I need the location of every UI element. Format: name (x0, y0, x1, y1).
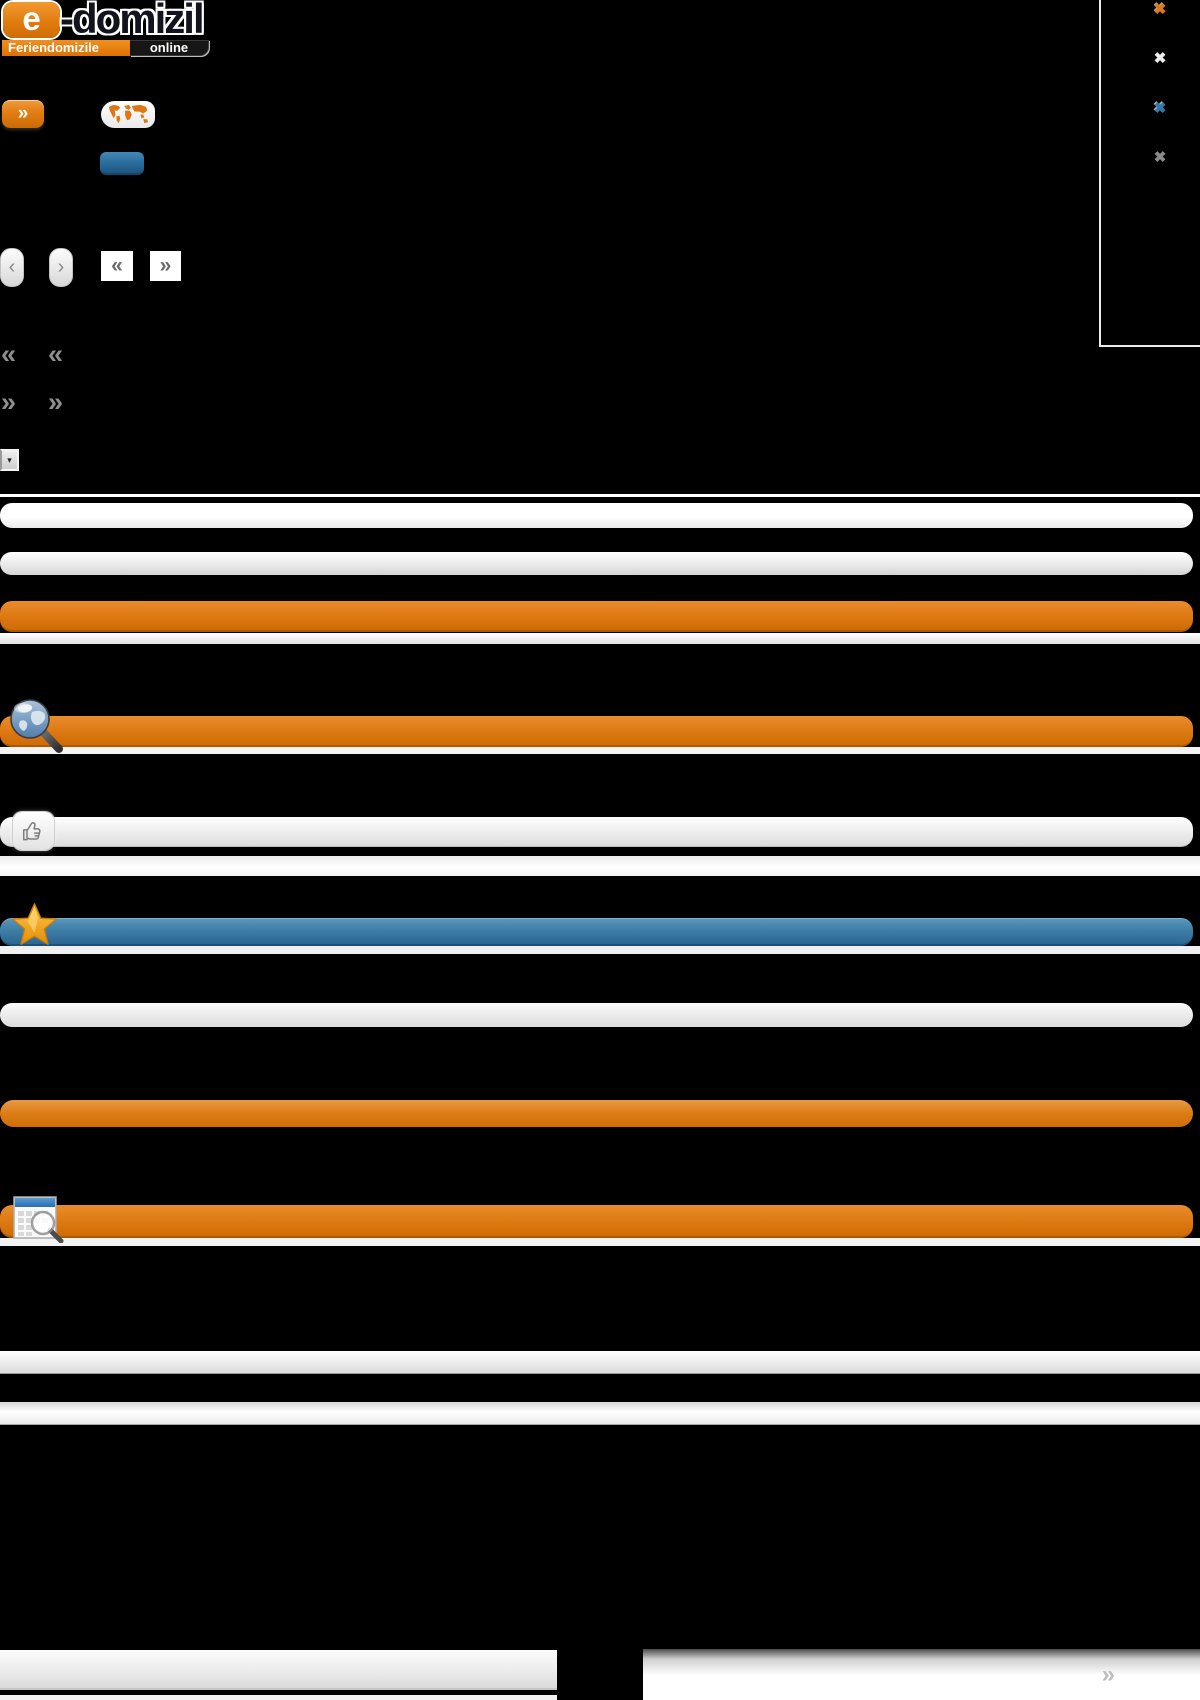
blue-button[interactable] (100, 152, 144, 175)
footer-strip-left (0, 1695, 557, 1700)
footer-bar-left (0, 1650, 557, 1690)
content-bar-white-1 (0, 1351, 1200, 1374)
logo-e-badge: e (3, 2, 60, 38)
divider-strip (0, 747, 1200, 754)
right-panel-border-horizontal (1099, 345, 1200, 347)
nav-last-button[interactable]: » (150, 251, 181, 281)
chevron-down-icon: ▾ (7, 454, 12, 465)
world-map-icon (108, 104, 149, 124)
close-icon-orange[interactable]: ✖ (1153, 1, 1167, 18)
section-bar-white-pill[interactable] (0, 1003, 1193, 1027)
globe-search-icon (10, 699, 63, 753)
pager-next-link[interactable]: » (1, 387, 17, 417)
logo-tagline-feriendomizile: Feriendomizile (2, 40, 130, 56)
section-bar-gray-thumbs[interactable] (0, 817, 1193, 847)
close-icon-blue[interactable]: ✖ (1153, 100, 1167, 117)
world-map-button[interactable] (101, 101, 155, 128)
footer-bar-right: » (643, 1649, 1200, 1700)
divider-strip (0, 633, 1200, 644)
divider-line (0, 494, 1200, 497)
star-icon (12, 903, 57, 945)
footer-more-link[interactable]: » (1101, 1661, 1115, 1688)
collapsed-select-dropdown[interactable]: ▾ (0, 449, 19, 471)
logo-tagline-online: online (130, 40, 209, 56)
pager-prev-link[interactable]: « (1, 339, 17, 369)
divider-strip (0, 1238, 1200, 1246)
nav-first-button[interactable]: « (101, 251, 133, 281)
section-bar-blue-star[interactable] (0, 918, 1193, 946)
thumbs-up-button[interactable] (13, 812, 54, 850)
divider-band (0, 856, 1200, 876)
close-icon-white[interactable]: ✖ (1153, 50, 1167, 67)
right-panel-border-vertical (1099, 0, 1101, 347)
pager-prev-link-2[interactable]: « (48, 339, 64, 369)
section-bar-orange-globe[interactable] (0, 716, 1193, 747)
section-bar-orange-pill[interactable] (0, 1100, 1193, 1127)
e-domizil-logo[interactable]: e -domizil Feriendomizile online (2, 0, 212, 56)
divider-strip (0, 946, 1200, 954)
logo-wordmark: -domizil (60, 0, 205, 42)
nav-prev-button[interactable]: ‹ (0, 248, 24, 287)
section-bar-orange-calendar[interactable] (0, 1205, 1193, 1238)
section-bar-orange-1[interactable] (0, 601, 1193, 632)
calendar-search-icon (13, 1196, 64, 1243)
expand-button[interactable]: » (2, 100, 44, 128)
section-bar-white-1[interactable] (0, 503, 1193, 528)
content-bar-white-2 (0, 1402, 1200, 1425)
pager-next-link-2[interactable]: » (48, 387, 64, 417)
close-icon-gray[interactable]: ✖ (1153, 149, 1167, 166)
thumbs-up-icon (22, 822, 41, 841)
nav-next-button[interactable]: › (49, 248, 73, 287)
section-bar-gray-1[interactable] (0, 552, 1193, 575)
